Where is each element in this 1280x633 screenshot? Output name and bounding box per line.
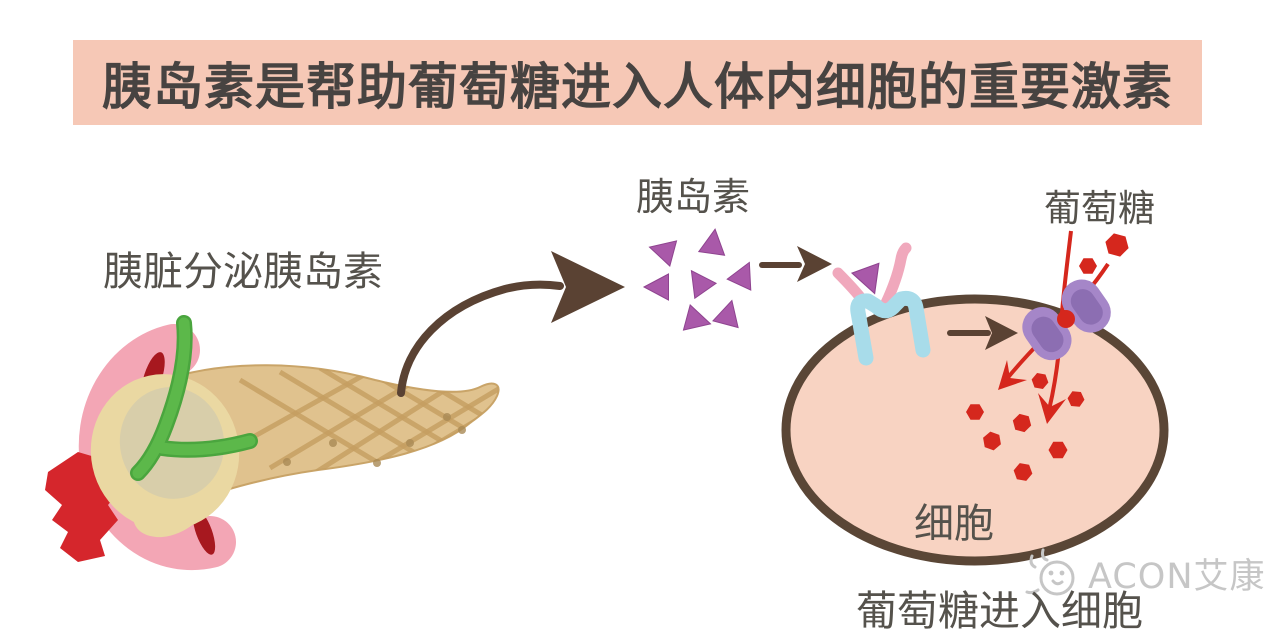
insulin-molecules bbox=[643, 226, 762, 337]
glucose-label: 葡萄糖 bbox=[1044, 187, 1155, 230]
glucose-molecule bbox=[1079, 258, 1097, 274]
secretion-arrow bbox=[397, 251, 625, 397]
glucose-in-channel bbox=[1057, 310, 1075, 328]
cell-membrane bbox=[781, 294, 1169, 566]
insulin-molecule bbox=[698, 226, 729, 256]
bile-duct-branch bbox=[156, 435, 256, 456]
title-banner: 胰岛素是帮助葡萄糖进入人体内细胞的重要激素 bbox=[73, 40, 1202, 125]
insulin-receptor bbox=[832, 242, 931, 366]
insulin-molecule bbox=[682, 304, 715, 337]
pancreas-label: 胰脏分泌胰岛素 bbox=[103, 249, 383, 295]
caption-label: 葡萄糖进入细胞 bbox=[856, 587, 1143, 633]
insulin-molecule bbox=[712, 296, 745, 329]
insulin-molecule bbox=[643, 273, 669, 301]
receptor-base bbox=[850, 290, 931, 366]
acon-dove-icon bbox=[1025, 548, 1075, 596]
into-cell-arrow bbox=[947, 316, 1018, 350]
receptor-arm-right bbox=[880, 242, 912, 309]
page-title: 胰岛素是帮助葡萄糖进入人体内细胞的重要激素 bbox=[102, 57, 1173, 116]
glucose-arrowhead-down bbox=[1038, 393, 1066, 424]
cell-label: 细胞 bbox=[914, 501, 994, 547]
pancreas-dot bbox=[373, 459, 381, 467]
pancreas-dot bbox=[458, 426, 466, 434]
bile-duct bbox=[132, 317, 191, 479]
pancreas-dot bbox=[283, 458, 291, 466]
pancreas-texture bbox=[228, 365, 499, 481]
pancreas-dot bbox=[329, 439, 337, 447]
pancreas-illustration bbox=[45, 315, 500, 571]
insulin-molecule bbox=[680, 262, 717, 299]
pancreas-dot bbox=[443, 413, 451, 421]
pancreas-dot bbox=[406, 439, 414, 447]
glucose-arrowhead-left bbox=[998, 360, 1027, 390]
insulin-molecule bbox=[726, 256, 762, 291]
insulin-molecule bbox=[645, 234, 678, 267]
insulin-label: 胰岛素 bbox=[636, 175, 751, 219]
insulin-to-receptor-arrow bbox=[759, 246, 832, 282]
watermark-brand: ACON艾康 bbox=[1088, 556, 1266, 597]
glucose-molecule bbox=[1102, 231, 1132, 259]
watermark: ACON艾康 bbox=[1020, 546, 1266, 600]
